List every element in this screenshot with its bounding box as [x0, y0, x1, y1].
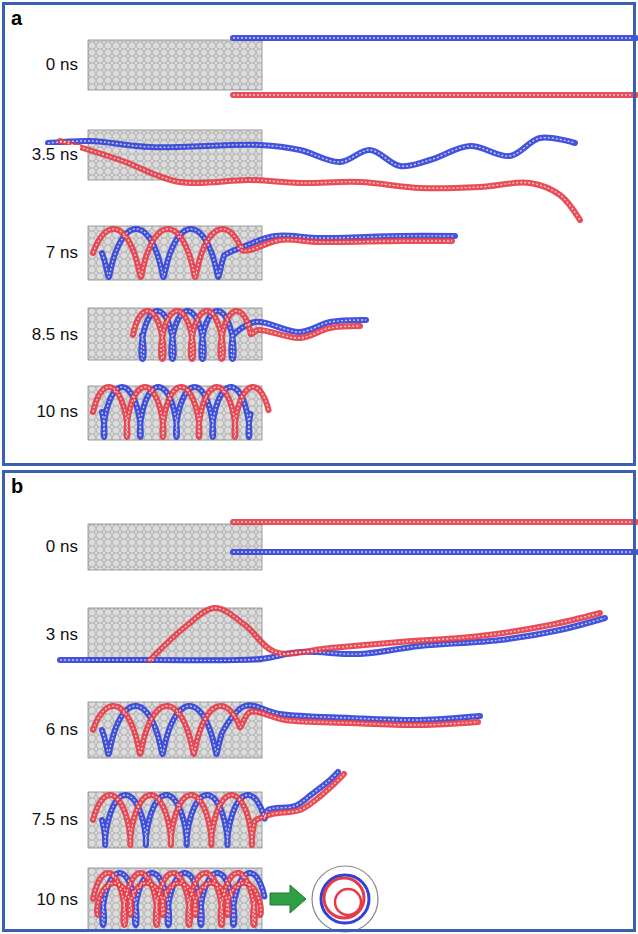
- polymer-chains: [48, 38, 636, 925]
- polymer-chain: [97, 883, 261, 915]
- chain-texture: [150, 608, 600, 660]
- red-ring: [335, 889, 361, 915]
- chain-texture: [102, 229, 455, 277]
- tube-section: [312, 866, 378, 932]
- chain-texture: [133, 311, 360, 359]
- time-label: 7.5 ns: [30, 810, 80, 830]
- figure-panel: b: [2, 470, 636, 932]
- panel-letter: a: [11, 7, 22, 29]
- chain-texture: [93, 774, 344, 845]
- time-label: 3.5 ns: [30, 145, 80, 165]
- polymer-chain: [60, 618, 605, 660]
- polymer-chain: [133, 311, 360, 359]
- blue-ring: [321, 875, 369, 923]
- cross-section: [312, 866, 378, 932]
- time-label: 8.5 ns: [30, 325, 80, 345]
- chain-texture: [233, 551, 636, 552]
- chain-texture: [102, 387, 251, 437]
- time-label: 10 ns: [34, 890, 80, 910]
- chain-texture: [93, 229, 452, 277]
- time-label: 0 ns: [44, 55, 80, 75]
- polymer-chain: [93, 387, 269, 437]
- chain-texture: [60, 141, 580, 220]
- time-label: 10 ns: [34, 402, 80, 422]
- polymer-chain: [93, 706, 478, 754]
- chain-texture: [102, 705, 480, 754]
- time-label: 7 ns: [44, 243, 80, 263]
- time-label: 3 ns: [44, 625, 80, 645]
- polymer-chain: [93, 774, 344, 845]
- carbon-nanotube: [88, 524, 262, 570]
- chain-texture: [93, 873, 255, 925]
- chain-texture: [97, 883, 261, 915]
- chain-texture: [48, 138, 575, 167]
- chain-texture: [233, 521, 636, 522]
- chain-texture: [93, 387, 269, 437]
- chain-texture: [102, 772, 338, 845]
- polymer-chain: [233, 35, 636, 41]
- chain-texture: [102, 873, 264, 925]
- red-ring: [324, 878, 364, 918]
- figure-panel: a: [2, 2, 636, 466]
- chain-texture: [60, 618, 605, 660]
- chain-texture: [233, 37, 636, 38]
- green-arrow: [270, 885, 306, 913]
- polymer-chain: [233, 92, 636, 98]
- time-label: 0 ns: [44, 537, 80, 557]
- polymer-chain: [233, 549, 636, 555]
- time-label: 6 ns: [44, 720, 80, 740]
- chain-texture: [141, 311, 366, 359]
- polymer-chain: [150, 608, 600, 660]
- polymer-chain: [60, 141, 580, 220]
- chain-texture: [93, 706, 478, 754]
- polymer-chain: [233, 519, 636, 525]
- carbon-nanotube: [88, 40, 262, 90]
- chain-texture: [233, 94, 636, 95]
- panel-letter: b: [11, 475, 23, 497]
